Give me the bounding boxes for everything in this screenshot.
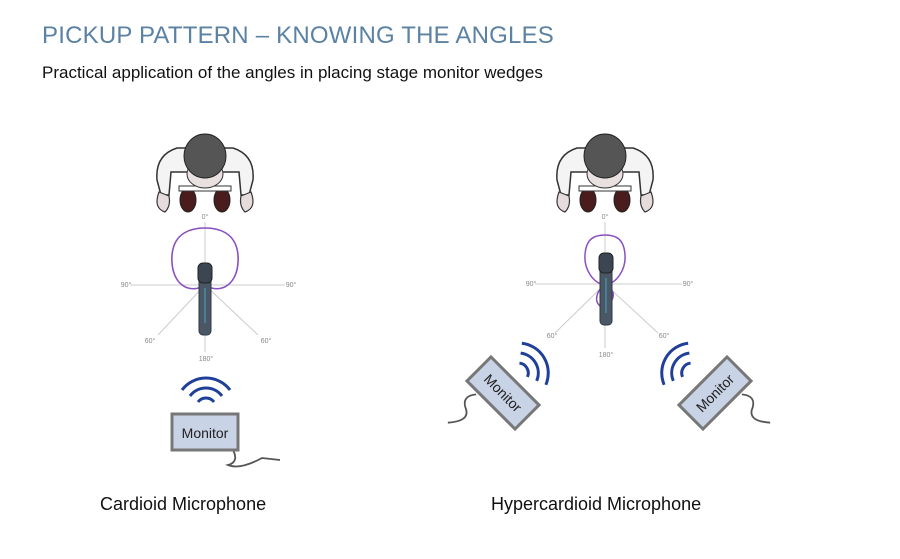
monitor-wedge-left: Monitor	[447, 354, 542, 432]
monitor-wedge-right: Monitor	[676, 354, 771, 432]
angle-label-180: 180°	[199, 355, 214, 363]
page-subtitle: Practical application of the angles in p…	[42, 63, 543, 82]
angle-label-0: 0°	[202, 213, 209, 221]
caption-cardioid: Cardioid Microphone	[100, 494, 267, 514]
microphone-icon	[598, 252, 614, 326]
angle-label-90-right: 90°	[683, 280, 694, 288]
cardioid-polar-pattern	[171, 227, 239, 290]
page-title: PICKUP PATTERN – KNOWING THE ANGLES	[42, 22, 554, 49]
angle-label-60-right: 60°	[659, 332, 670, 340]
angle-label-90-left: 90°	[121, 281, 132, 289]
hypercardioid-diagram: 0° 90° 90° 60° 60° 180° Monitor Monitor	[447, 133, 771, 432]
sound-waves-icon	[180, 376, 232, 404]
sound-waves-right-icon	[652, 335, 701, 393]
angle-label-60-left: 60°	[547, 332, 558, 340]
performer-icon	[556, 133, 654, 213]
angle-label-60-right: 60°	[261, 337, 272, 345]
angle-label-90-left: 90°	[526, 280, 537, 288]
caption-hypercardioid: Hypercardioid Microphone	[491, 494, 702, 514]
performer-icon	[156, 133, 254, 213]
microphone-icon	[197, 262, 213, 336]
monitor-wedge: Monitor	[170, 412, 281, 468]
angle-label-0: 0°	[602, 213, 609, 221]
angle-label-180: 180°	[599, 351, 614, 359]
angle-label-90-right: 90°	[286, 281, 297, 289]
monitor-label: Monitor	[182, 425, 229, 441]
cardioid-diagram: 0° 90° 90° 60° 60° 180° Monitor	[121, 133, 297, 468]
angle-label-60-left: 60°	[145, 337, 156, 345]
